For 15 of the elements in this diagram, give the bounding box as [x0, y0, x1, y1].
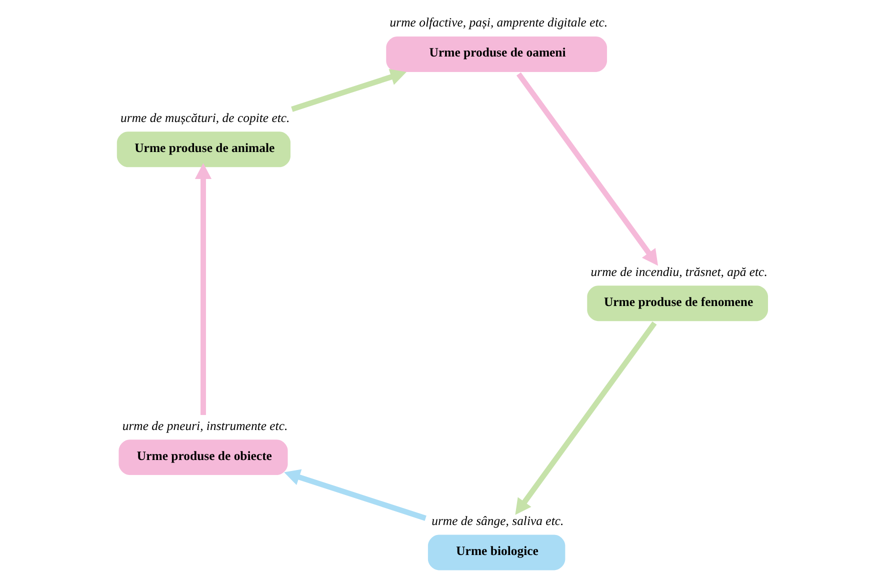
- arrow: [515, 321, 657, 515]
- node-label: urme de incendiu, trăsnet, apă etc.: [590, 264, 768, 279]
- node-label: urme olfactive, pași, amprente digitale etc.: [390, 16, 608, 30]
- node-box: Urme produse de oameni: [386, 36, 607, 72]
- node-box: Urme biologice: [428, 534, 566, 570]
- node-box: Urme produse de fenomene: [587, 286, 768, 322]
- arrow: [516, 72, 658, 266]
- arrow: [291, 68, 406, 112]
- arrow: [284, 469, 426, 521]
- node-box: Urme produse de animale: [116, 132, 290, 168]
- node-box: Urme produse de obiecte: [118, 440, 288, 476]
- arrow: [194, 163, 212, 416]
- node-label: urme de mușcături, de copite etc.: [120, 110, 290, 125]
- node-label: urme de sânge, saliva etc.: [432, 514, 564, 528]
- node-label: urme de pneuri, instrumente etc.: [122, 418, 288, 433]
